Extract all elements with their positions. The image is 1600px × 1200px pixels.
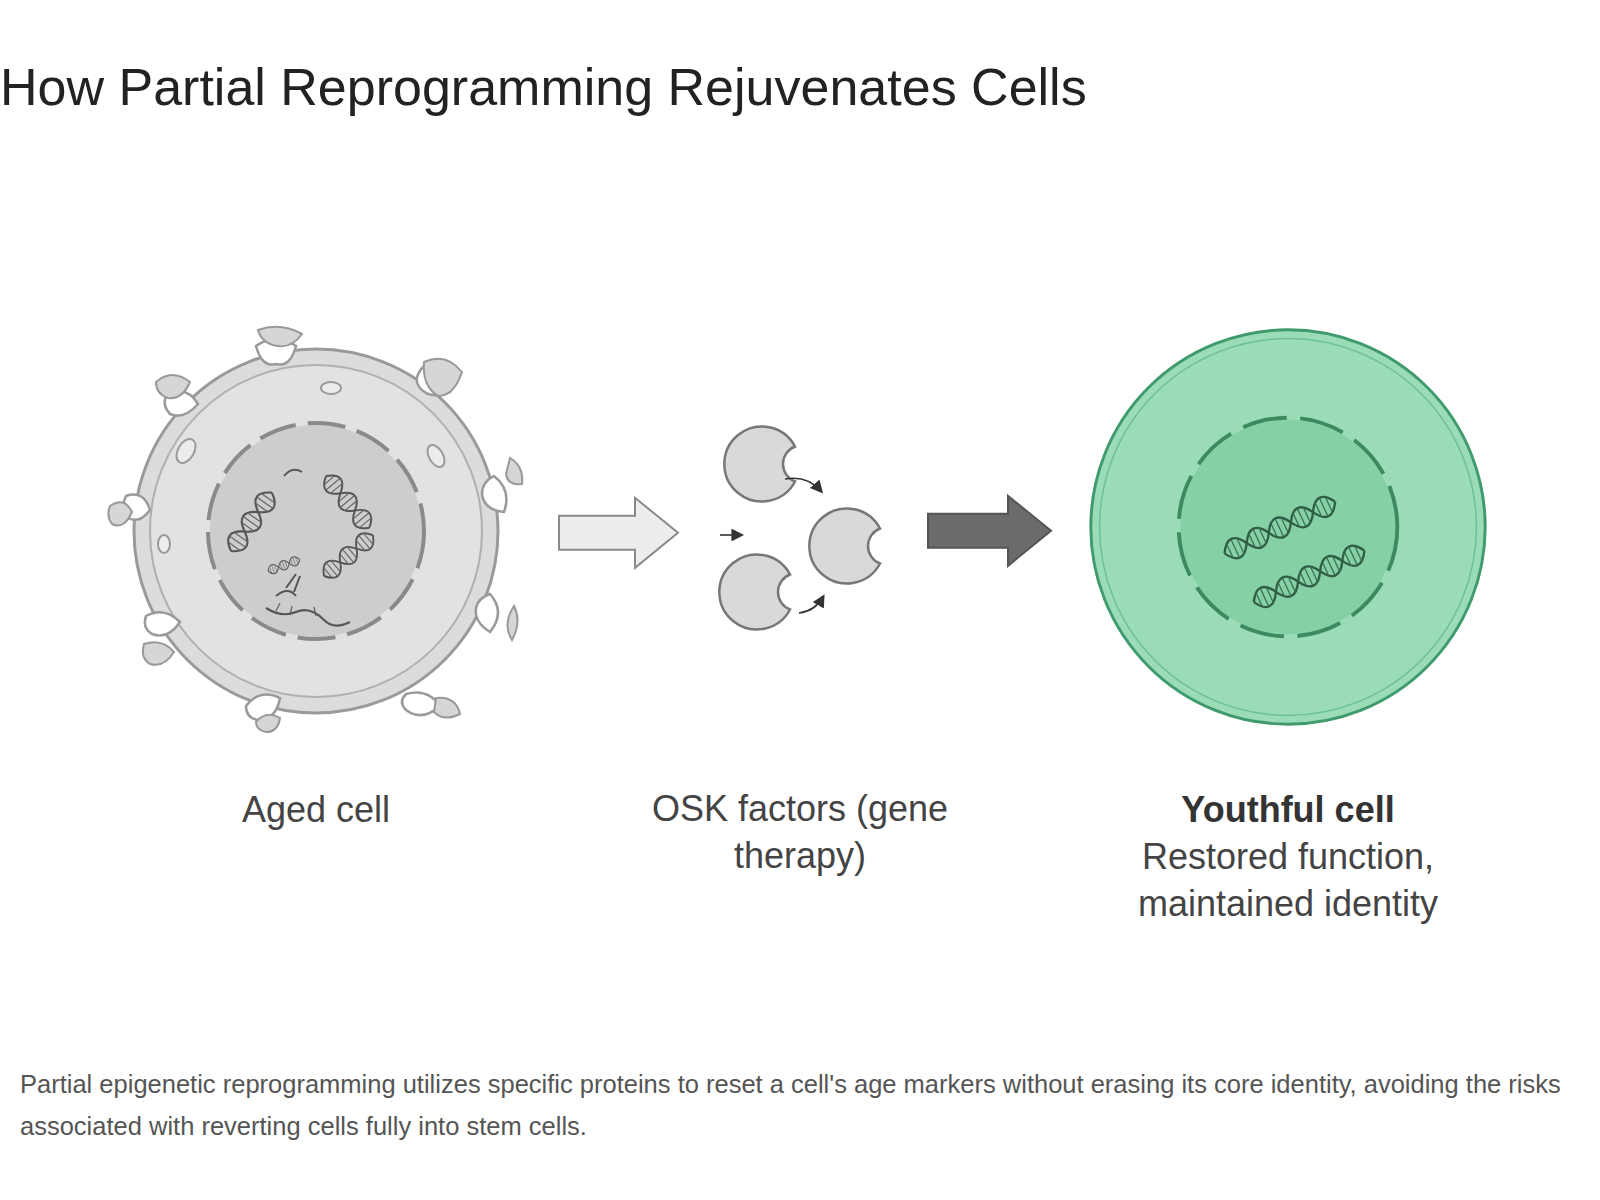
node-label: Youthful cellRestored function, maintain… <box>1108 786 1468 927</box>
osk-factors-node: OSK factors (gene therapy) <box>715 425 885 620</box>
node-heading: Youthful cell <box>1108 786 1468 833</box>
osk-factor-proteins <box>715 425 885 620</box>
block-arrow <box>559 498 678 568</box>
block-arrow <box>928 496 1051 566</box>
diagram-title: How Partial Reprogramming Rejuvenates Ce… <box>0 56 1560 118</box>
diagram-caption: Partial epigenetic reprogramming utilize… <box>20 1063 1590 1147</box>
node-body: Restored function, maintained identity <box>1108 833 1468 927</box>
aged-cell-node: Aged cell <box>106 326 526 736</box>
node-label: Aged cell <box>66 786 566 833</box>
node-heading: OSK factors (gene therapy) <box>635 785 965 879</box>
node-heading: Aged cell <box>66 786 566 833</box>
node-label: OSK factors (gene therapy) <box>635 785 965 879</box>
youthful-cell-node: Youthful cellRestored function, maintain… <box>1083 322 1493 732</box>
aged-cell-illustration <box>106 326 526 736</box>
youthful-cell-illustration <box>1083 322 1493 732</box>
